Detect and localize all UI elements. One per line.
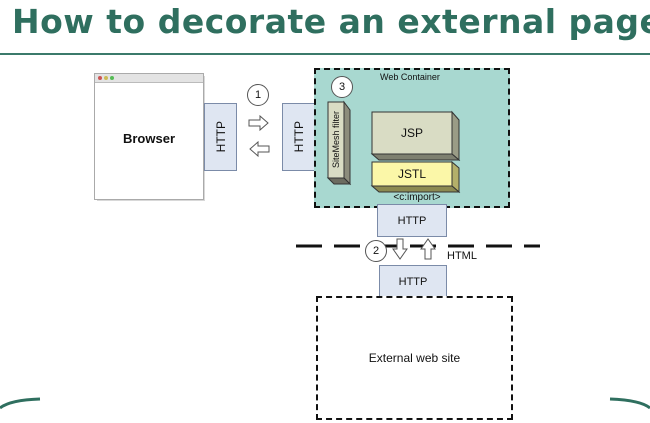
- sitemesh-label: SiteMesh filter: [331, 111, 341, 169]
- browser-window: Browser: [94, 73, 204, 200]
- up-arrow-icon: [420, 238, 436, 260]
- http-box-outgoing: HTTP: [377, 204, 447, 237]
- step-3-circle: 3: [331, 76, 353, 98]
- browser-title-bar: [95, 74, 203, 83]
- right-arrow-icon: [248, 115, 269, 132]
- import-tag-label: <c:import>: [393, 191, 441, 203]
- fetch-arrows: [392, 238, 436, 260]
- left-arrow-icon: [249, 140, 270, 158]
- html-label: HTML: [447, 250, 477, 262]
- sitemesh-filter: SiteMesh filter: [328, 102, 344, 178]
- http-label: HTTP: [213, 121, 228, 153]
- http-box-external: HTTP: [379, 265, 447, 298]
- down-arrow-icon: [392, 238, 408, 260]
- request-response-arrows: [248, 115, 270, 158]
- jsp-box: JSP: [400, 126, 423, 140]
- web-container-label: Web Container: [380, 72, 440, 82]
- http-label: HTTP: [291, 121, 306, 153]
- jstl-box: JSTL: [397, 167, 426, 181]
- frame-curve-left: [0, 397, 41, 410]
- frame-curve-right: [609, 397, 650, 410]
- title-underline: [0, 53, 650, 55]
- step-2-circle: 2: [365, 240, 387, 262]
- sitemesh-filter-shape: [326, 100, 352, 186]
- http-box-browser: HTTP: [204, 103, 237, 171]
- maximize-dot-icon: [110, 76, 114, 80]
- browser-label: Browser: [122, 130, 176, 146]
- page-title: How to decorate an external page: [12, 2, 650, 41]
- close-dot-icon: [98, 76, 102, 80]
- external-web-site: External web site: [316, 296, 513, 420]
- http-box-container: HTTP: [282, 103, 315, 171]
- step-1-circle: 1: [247, 84, 269, 106]
- jsp-jstl-shapes: [370, 110, 461, 194]
- minimize-dot-icon: [104, 76, 108, 80]
